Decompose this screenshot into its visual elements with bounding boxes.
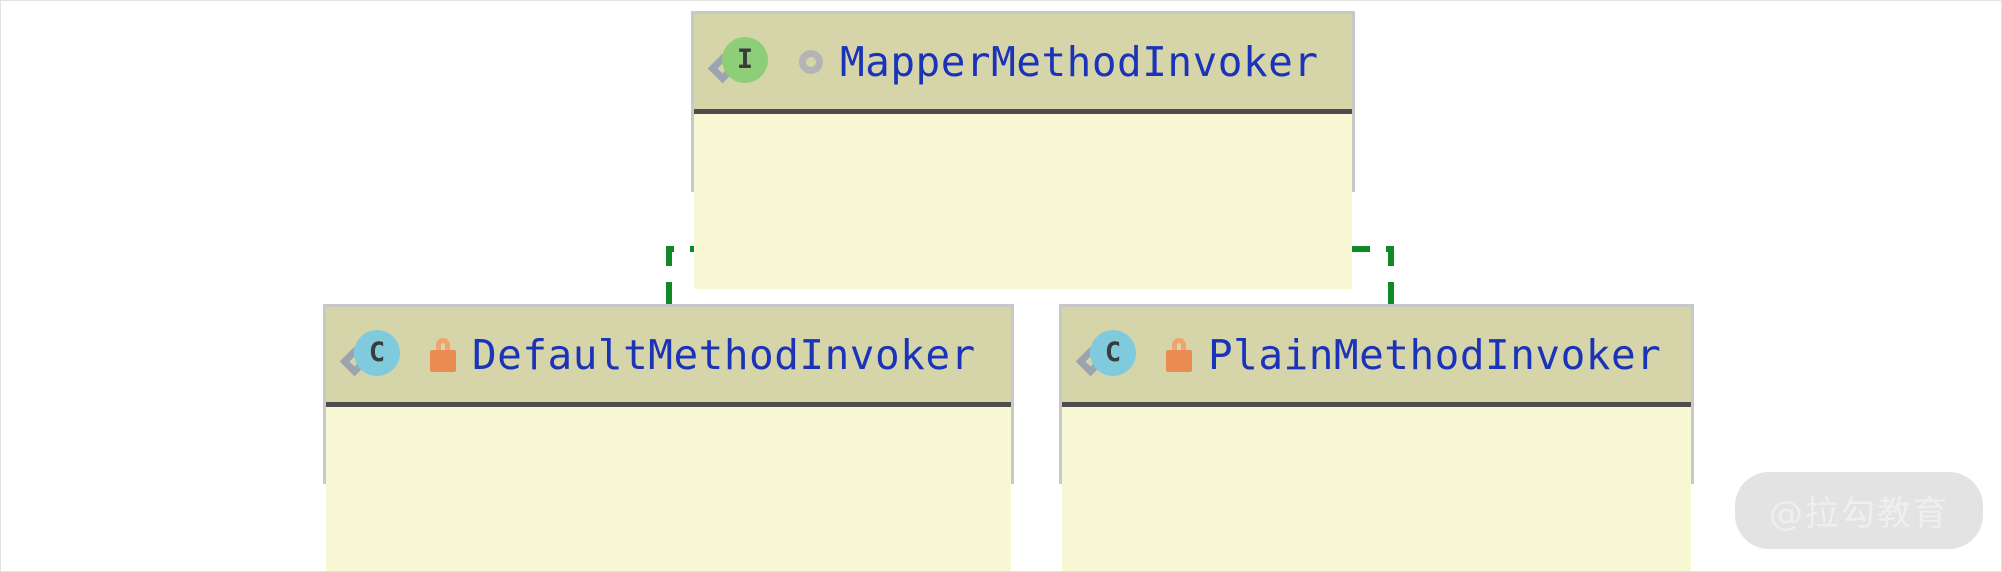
class-icon: C	[339, 324, 406, 386]
lock-body	[430, 349, 456, 372]
class-icon: C	[1075, 324, 1142, 386]
visibility-public-slot	[782, 31, 840, 93]
uml-node-members-compartment	[326, 407, 1011, 571]
uml-node-header: C PlainMethodInvoker	[1062, 307, 1691, 407]
uml-node-header: C DefaultMethodInvoker	[326, 307, 1011, 407]
ring-icon	[799, 49, 823, 74]
stereotype-badge: C	[354, 329, 400, 376]
watermark: @拉勾教育	[1735, 472, 1983, 549]
uml-node-header: I MapperMethodInvoker	[694, 14, 1352, 114]
uml-node-default-method-invoker[interactable]: C DefaultMethodInvoker	[323, 304, 1014, 571]
interface-icon: I	[707, 31, 774, 93]
uml-node-plain-method-invoker[interactable]: C PlainMethodInvoker	[1059, 304, 1694, 571]
lock-body	[1166, 349, 1192, 372]
visibility-private-slot	[414, 324, 472, 386]
lock-icon	[1166, 337, 1192, 372]
uml-node-title: DefaultMethodInvoker	[472, 330, 976, 379]
stereotype-badge: I	[722, 36, 768, 83]
lock-shackle	[1172, 337, 1186, 353]
stereotype-badge: C	[1090, 329, 1136, 376]
uml-node-mapper-method-invoker[interactable]: I MapperMethodInvoker	[691, 11, 1355, 289]
uml-node-members-compartment	[694, 114, 1352, 289]
visibility-private-slot	[1150, 324, 1208, 386]
uml-node-title: MapperMethodInvoker	[840, 37, 1319, 86]
lock-shackle	[436, 337, 450, 353]
uml-node-members-compartment	[1062, 407, 1691, 571]
lock-icon	[430, 337, 456, 372]
uml-node-title: PlainMethodInvoker	[1208, 330, 1662, 379]
